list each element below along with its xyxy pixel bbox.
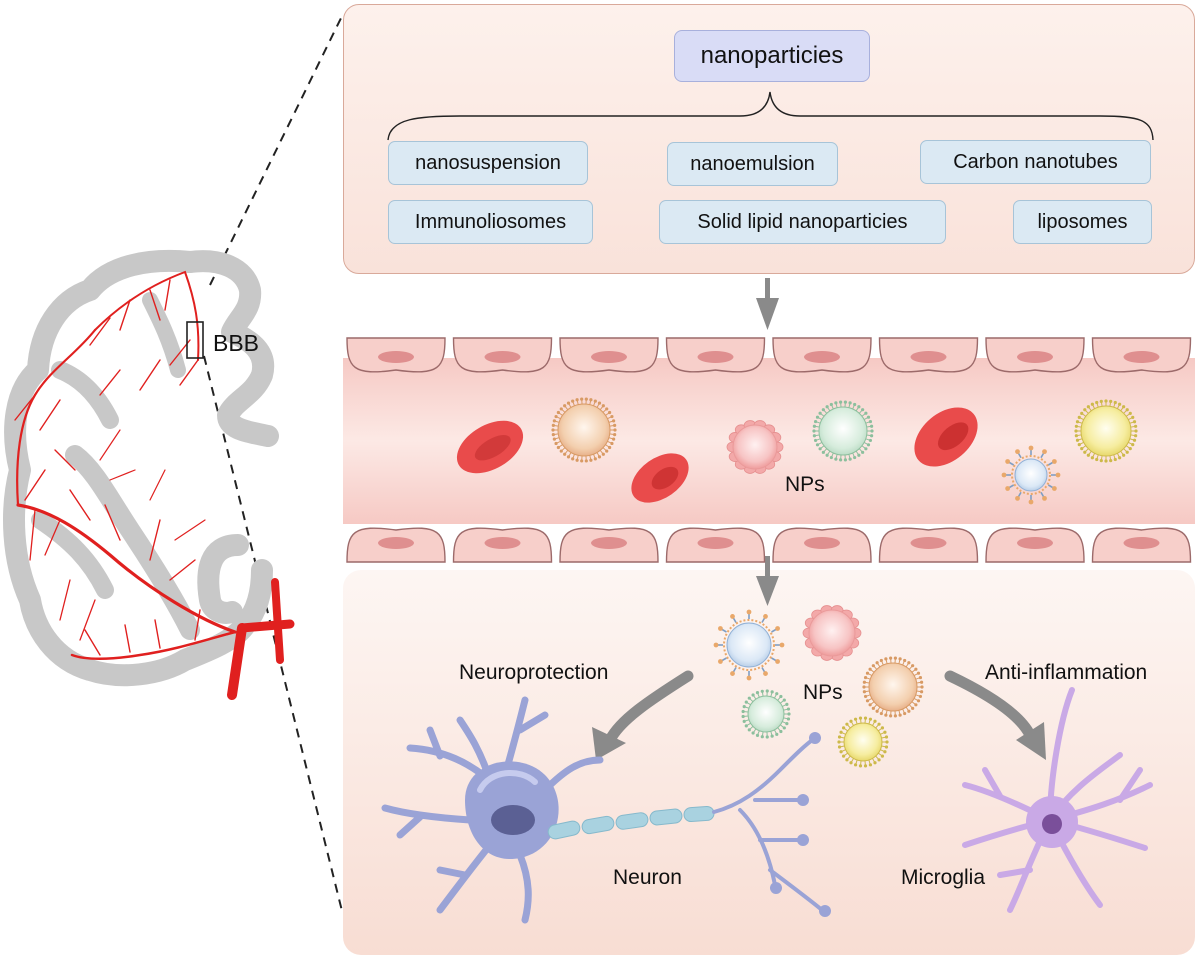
immunoliposome-icon <box>713 609 785 681</box>
endothelium-top <box>346 337 1192 373</box>
effect-arrow-left <box>592 670 694 760</box>
liposome-icon <box>551 397 617 463</box>
red-blood-cells <box>456 407 978 503</box>
endothelial-cell <box>985 337 1085 373</box>
endothelial-cell <box>452 337 553 373</box>
endothelium-bottom <box>346 527 1192 563</box>
endothelial-cell <box>346 527 446 563</box>
vessel-nps-label: NPs <box>785 473 825 496</box>
liposome-icon <box>1074 399 1138 463</box>
immunoliposome-icon <box>1001 445 1061 505</box>
np-type-carbon-nanotubes: Carbon nanotubes <box>920 140 1151 184</box>
type-brace <box>387 91 1154 141</box>
endothelial-cell <box>665 337 766 373</box>
neuron-label: Neuron <box>613 866 682 889</box>
red-blood-cell <box>456 420 524 474</box>
endothelial-cell <box>452 527 553 563</box>
np-type-solid-lipid: Solid lipid nanoparticies <box>659 200 946 244</box>
nanoemulsion-icon <box>802 605 862 661</box>
endothelial-cell <box>1091 527 1192 563</box>
endothelial-cell <box>772 527 872 563</box>
tissue-nps-label: NPs <box>803 681 843 704</box>
endothelial-cell <box>665 527 766 563</box>
zoom-lines <box>203 13 344 916</box>
nanoparticles-header-box: nanoparticies <box>674 30 870 82</box>
liposome-icon <box>812 400 874 462</box>
nanoemulsion-icon <box>726 420 784 474</box>
liposome-icon <box>862 656 924 718</box>
nanoparticle-icons <box>551 397 1138 768</box>
endothelial-cell <box>559 337 659 373</box>
brain-section <box>3 249 295 700</box>
microglia-label: Microglia <box>901 866 986 889</box>
liposome-icon <box>837 716 889 768</box>
endothelial-cell <box>772 337 872 373</box>
effect-arrow-right <box>944 670 1046 760</box>
endothelial-cell <box>1091 337 1192 373</box>
red-blood-cell <box>914 407 978 467</box>
bbb-label: BBB <box>213 330 260 356</box>
bbb-marker-box <box>186 321 204 359</box>
flow-arrows <box>756 278 779 606</box>
endothelial-cell <box>559 527 659 563</box>
np-type-nanoemulsion: nanoemulsion <box>667 142 838 186</box>
endothelial-cell <box>985 527 1085 563</box>
neuron <box>381 696 831 924</box>
endothelial-cell <box>878 337 979 373</box>
endothelial-cell <box>346 337 446 373</box>
np-type-liposomes: liposomes <box>1013 200 1152 244</box>
np-type-immunoliosomes: Immunoliosomes <box>388 200 593 244</box>
neuroprotection-label: Neuroprotection <box>459 661 609 684</box>
liposome-icon <box>741 689 791 739</box>
np-type-nanosuspension: nanosuspension <box>388 141 588 185</box>
microglia <box>962 687 1153 913</box>
red-blood-cell <box>631 453 689 503</box>
anti-inflammation-label: Anti-inflammation <box>985 661 1148 684</box>
endothelial-cell <box>878 527 979 563</box>
